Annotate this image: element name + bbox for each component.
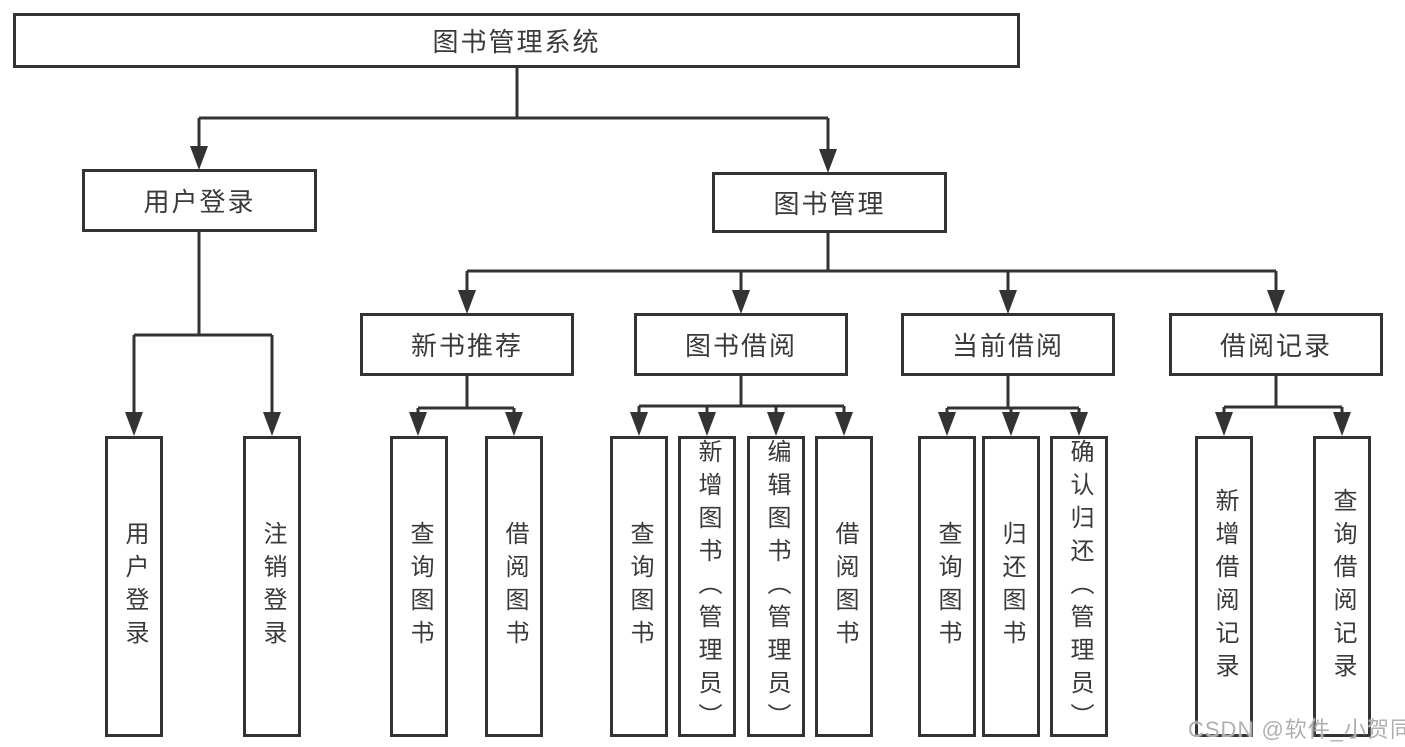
connector-book-borrow-to-leaves: [630, 376, 853, 436]
node-book-mgmt: 图书管理: [712, 172, 947, 233]
connector-root-to-level2: [190, 68, 837, 173]
node-leaf-bb-borrow-book: 借阅图书: [815, 436, 873, 737]
arrow-down-icon: [698, 412, 716, 436]
node-leaf-cb-return-book: 归还图书: [982, 436, 1040, 737]
node-leaf-logout: 注销登录: [243, 436, 301, 737]
node-leaf-rec-add-record: 新增借阅记录: [1195, 436, 1253, 737]
arrow-down-icon: [835, 412, 853, 436]
node-leaf-cb-confirm-return: 确认归还（管理员）: [1050, 436, 1108, 737]
arrow-down-icon: [263, 412, 281, 436]
node-module-new-book: 新书推荐: [360, 313, 574, 376]
connector-borrow-record-to-leaves: [1215, 376, 1351, 436]
node-leaf-bb-add-book: 新增图书（管理员）: [678, 436, 736, 737]
node-leaf-bb-edit-book: 编辑图书（管理员）: [747, 436, 805, 737]
arrow-down-icon: [125, 412, 143, 436]
arrow-down-icon: [630, 412, 648, 436]
node-leaf-cb-query-book: 查询图书: [918, 436, 976, 737]
connector-user-login-to-leaves: [125, 232, 281, 436]
node-module-book-borrow: 图书借阅: [634, 313, 848, 376]
arrow-down-icon: [458, 290, 476, 314]
arrow-down-icon: [1215, 412, 1233, 436]
node-leaf-nb-borrow-book: 借阅图书: [485, 436, 543, 737]
arrow-down-icon: [819, 149, 837, 173]
arrow-down-icon: [1002, 412, 1020, 436]
node-module-current-borrow: 当前借阅: [901, 313, 1115, 376]
arrow-down-icon: [732, 290, 750, 314]
connector-current-borrow-to-leaves: [938, 376, 1088, 436]
arrow-down-icon: [1267, 290, 1285, 314]
node-user-login: 用户登录: [82, 169, 317, 232]
arrow-down-icon: [409, 412, 427, 436]
arrow-down-icon: [938, 412, 956, 436]
node-leaf-nb-query-book: 查询图书: [390, 436, 448, 737]
node-leaf-user-login: 用户登录: [105, 436, 163, 737]
node-module-borrow-record: 借阅记录: [1169, 313, 1383, 376]
connector-new-book-to-leaves: [409, 376, 523, 436]
watermark: CSDN @软件_小贺同学: [1188, 717, 1405, 742]
node-leaf-bb-query-book: 查询图书: [610, 436, 668, 737]
arrow-down-icon: [190, 146, 208, 170]
arrow-down-icon: [999, 290, 1017, 314]
arrow-down-icon: [505, 412, 523, 436]
node-root: 图书管理系统: [13, 13, 1020, 68]
connector-book-mgmt-to-modules: [458, 233, 1285, 314]
arrow-down-icon: [1333, 412, 1351, 436]
arrow-down-icon: [767, 412, 785, 436]
node-leaf-rec-query-record: 查询借阅记录: [1313, 436, 1371, 737]
arrow-down-icon: [1070, 412, 1088, 436]
